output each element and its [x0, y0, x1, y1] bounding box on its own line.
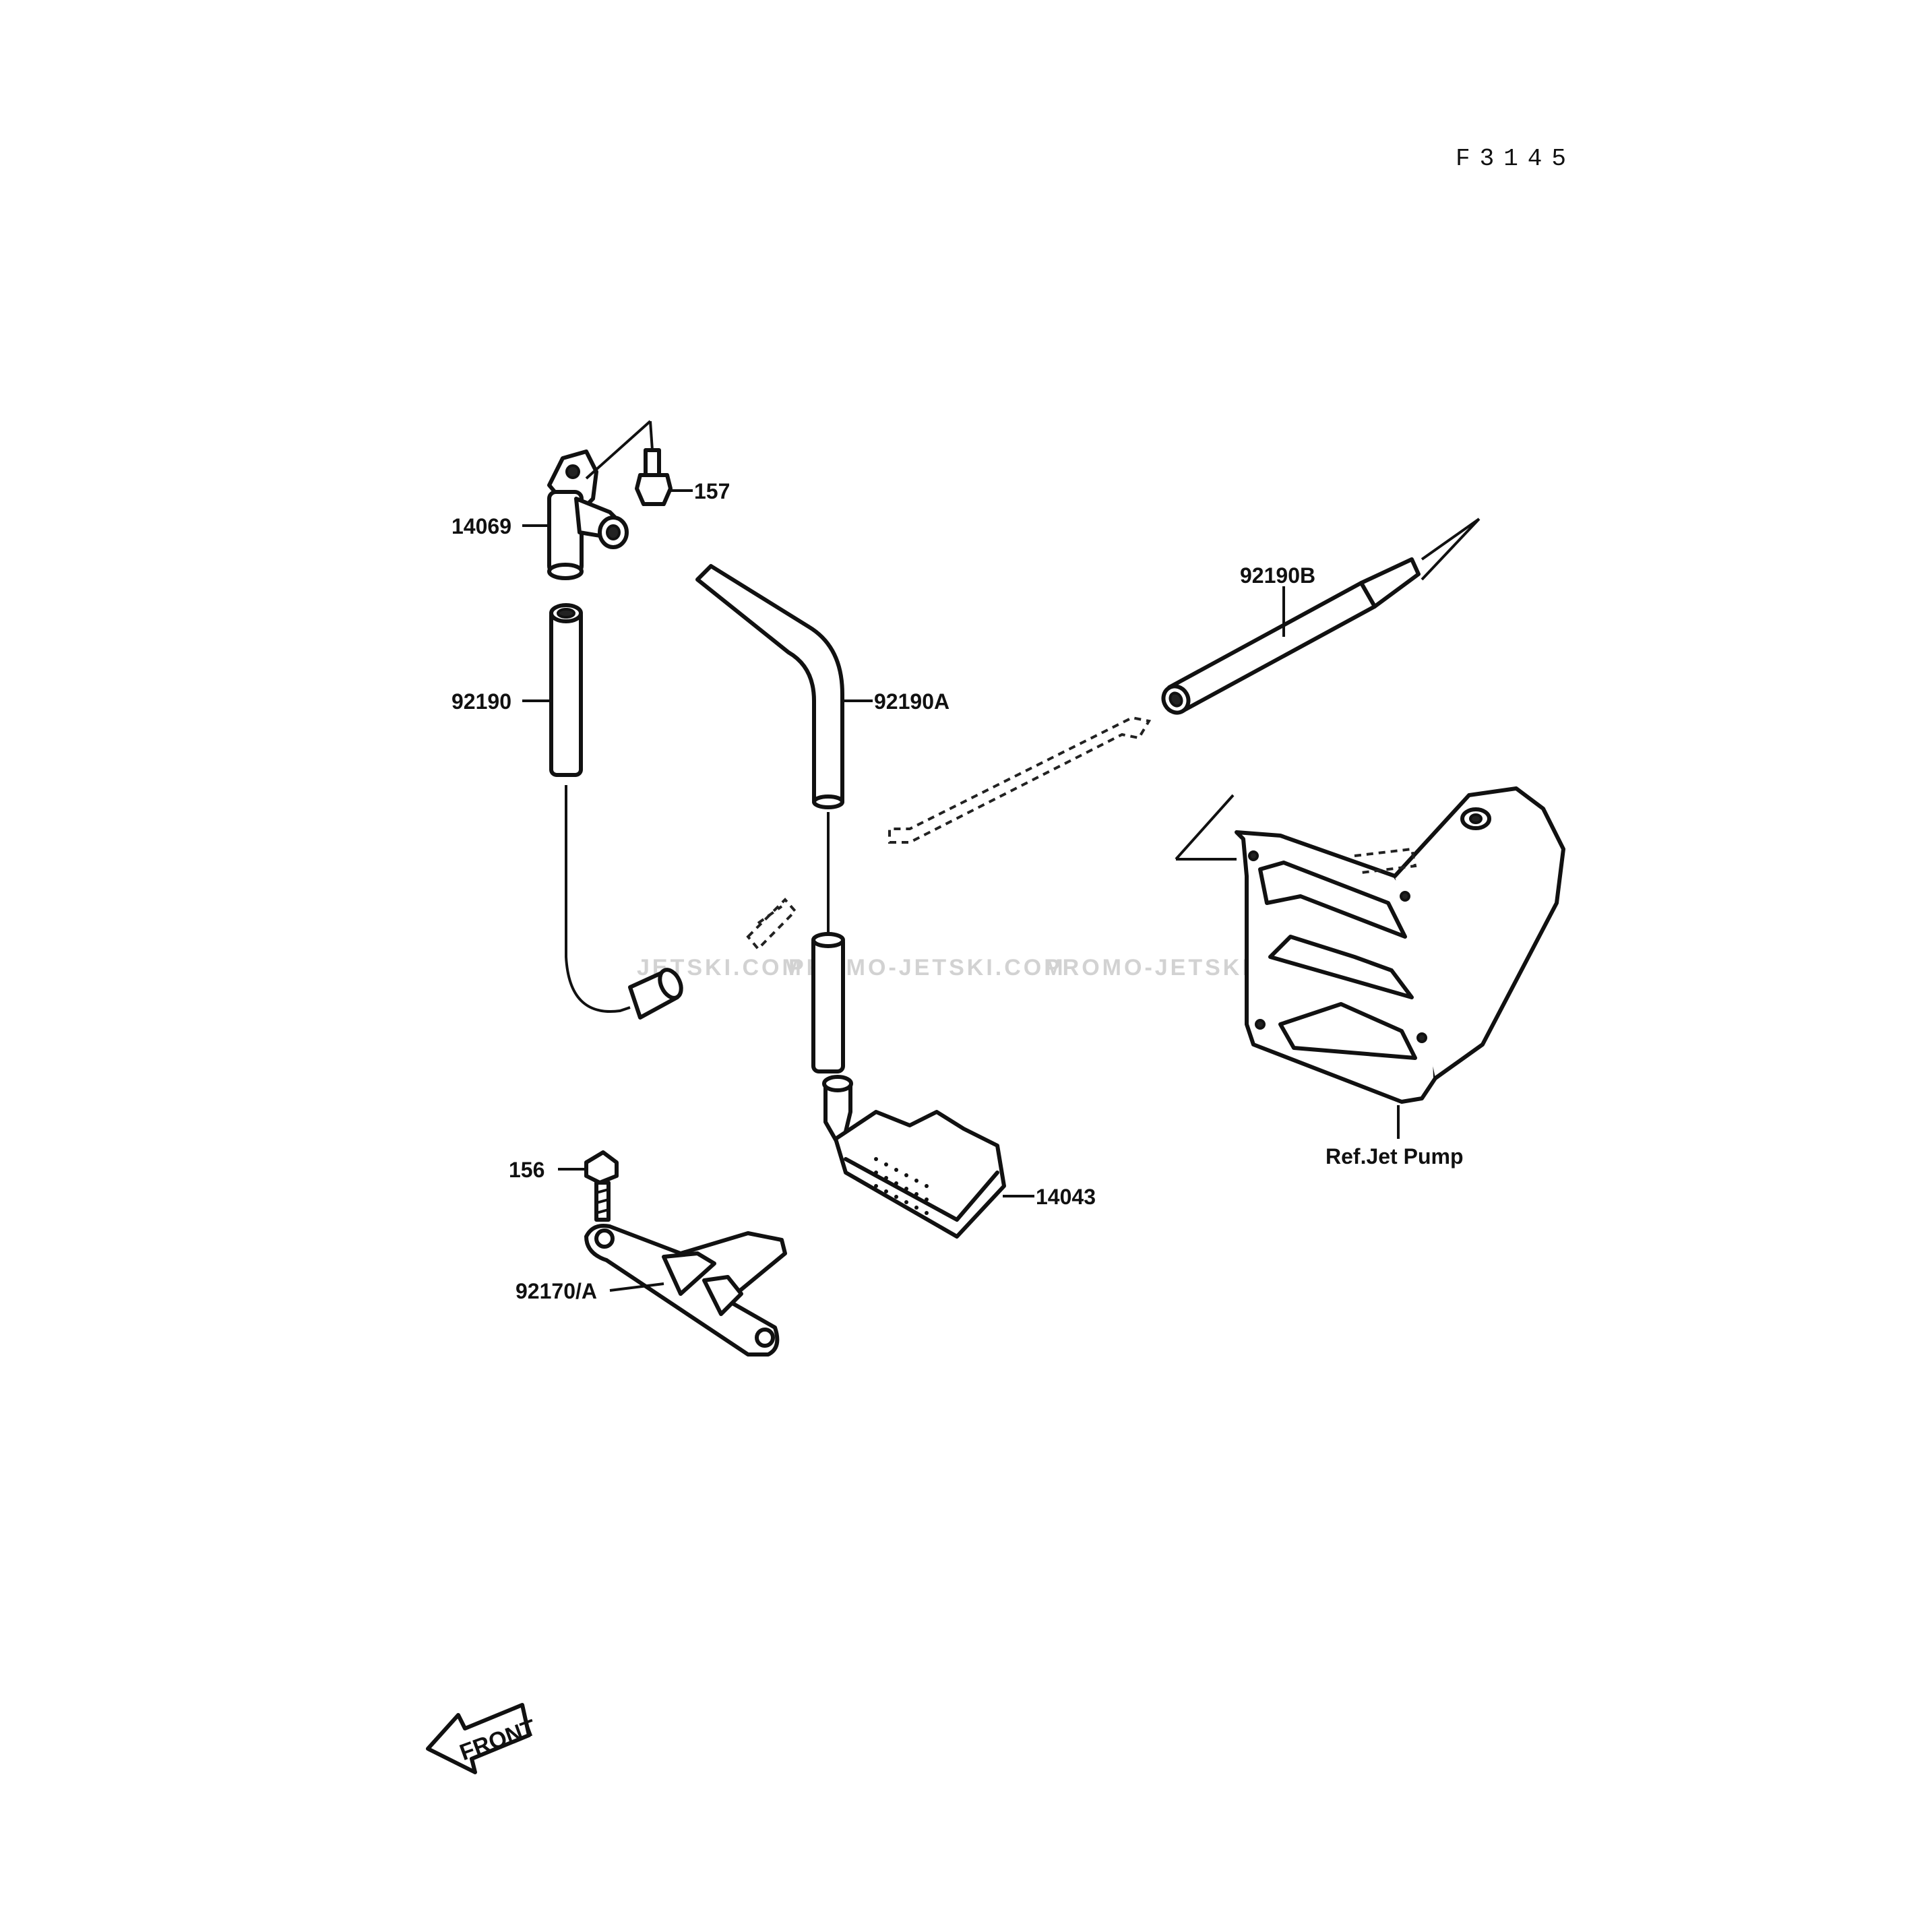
- hose-joint-lower: [628, 968, 683, 1020]
- part-14069-fitting: [547, 449, 629, 580]
- label-92190A: 92190A: [874, 689, 949, 714]
- dashed-connector-hose: [888, 716, 1152, 844]
- hose-segment-lower: [811, 932, 845, 1073]
- part-156-bolt: [584, 1150, 619, 1222]
- part-92170A-bracket: [584, 1224, 787, 1357]
- front-direction-arrow-icon: FRONT: [426, 1703, 540, 1774]
- label-14043: 14043: [1036, 1185, 1096, 1209]
- label-157: 157: [694, 479, 730, 503]
- part-92190-hose: [549, 603, 583, 777]
- hose-joint-middle: [746, 898, 797, 951]
- label-156: 156: [509, 1158, 544, 1182]
- label-92190B: 92190B: [1240, 563, 1315, 588]
- part-157-screw: [585, 420, 673, 506]
- part-14043-cooler: [822, 1075, 1006, 1239]
- ref-jet-pump-housing: [1175, 786, 1565, 1104]
- label-ref-jet-pump: Ref.Jet Pump: [1326, 1144, 1463, 1168]
- label-92190: 92190: [451, 689, 511, 714]
- label-92170A: 92170/A: [516, 1279, 597, 1303]
- label-14069: 14069: [451, 514, 511, 538]
- part-92190B-tube: [1161, 518, 1481, 715]
- part-92190A-hose: [695, 564, 844, 809]
- figure-code: F3145: [1456, 145, 1576, 173]
